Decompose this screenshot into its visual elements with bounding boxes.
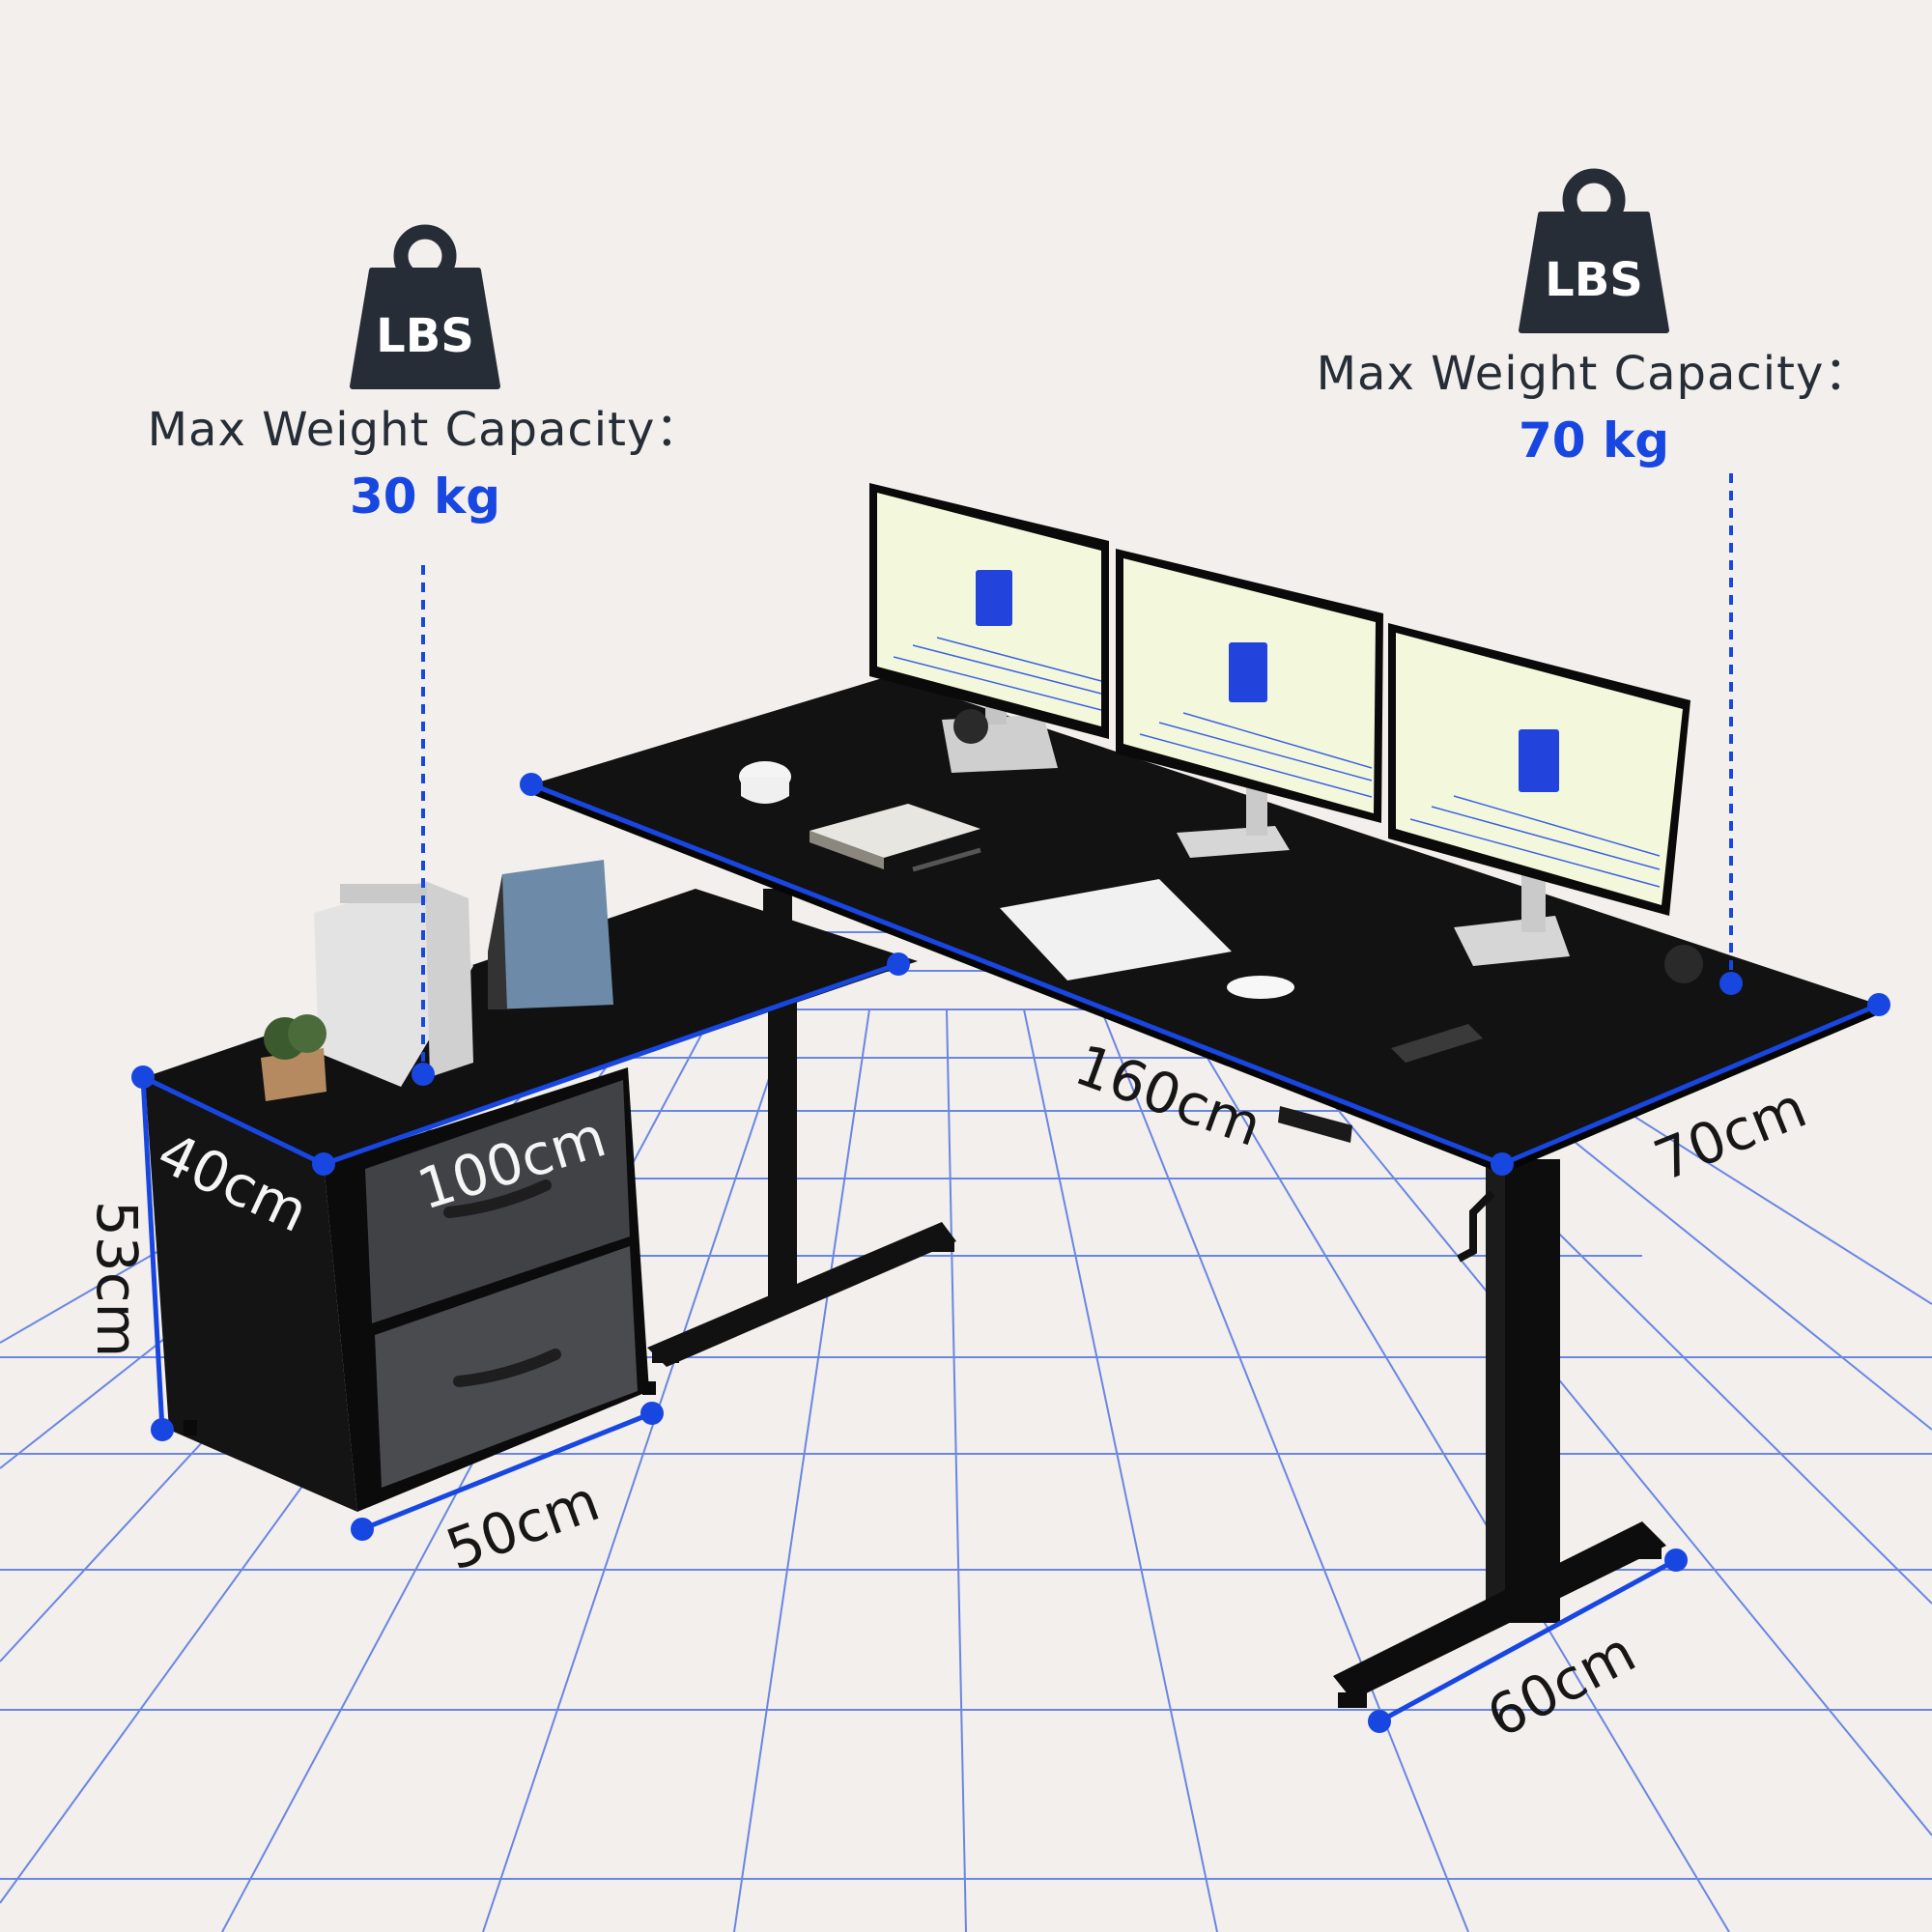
drawer-handle — [443, 1179, 552, 1218]
control-panel — [1278, 1106, 1352, 1143]
weight-icon-label: LBS — [1545, 253, 1643, 307]
dimension-lines — [140, 781, 1882, 1724]
cabinet-height-label: 53cm — [84, 1200, 151, 1358]
screen-logo — [976, 570, 1559, 792]
drawer-cabinet — [145, 1067, 656, 1512]
drawer-handle — [453, 1349, 561, 1387]
return-desk-leg — [647, 889, 956, 1367]
screen-grid — [893, 637, 1661, 888]
dimension-markers — [131, 773, 1890, 1733]
weight-icon: LBS — [1519, 168, 1669, 333]
weight-icon: LBS — [350, 224, 500, 389]
main-desk-leg — [1333, 1159, 1666, 1708]
left-capacity-label: Max Weight Capacity： — [147, 403, 703, 457]
right-capacity-value: 70 kg — [1518, 412, 1670, 469]
left-capacity: LBS Max Weight Capacity： 30 kg — [135, 222, 715, 525]
left-capacity-value: 30 kg — [349, 469, 501, 525]
cabinet-items — [261, 860, 613, 1101]
weight-icon-label: LBS — [376, 309, 474, 363]
return-desktop — [145, 889, 918, 1164]
right-capacity-label: Max Weight Capacity： — [1316, 347, 1872, 401]
right-capacity: LBS Max Weight Capacity： 70 kg — [1304, 166, 1884, 469]
desk-accessories — [739, 709, 1703, 1063]
main-desktop — [531, 676, 1879, 1164]
